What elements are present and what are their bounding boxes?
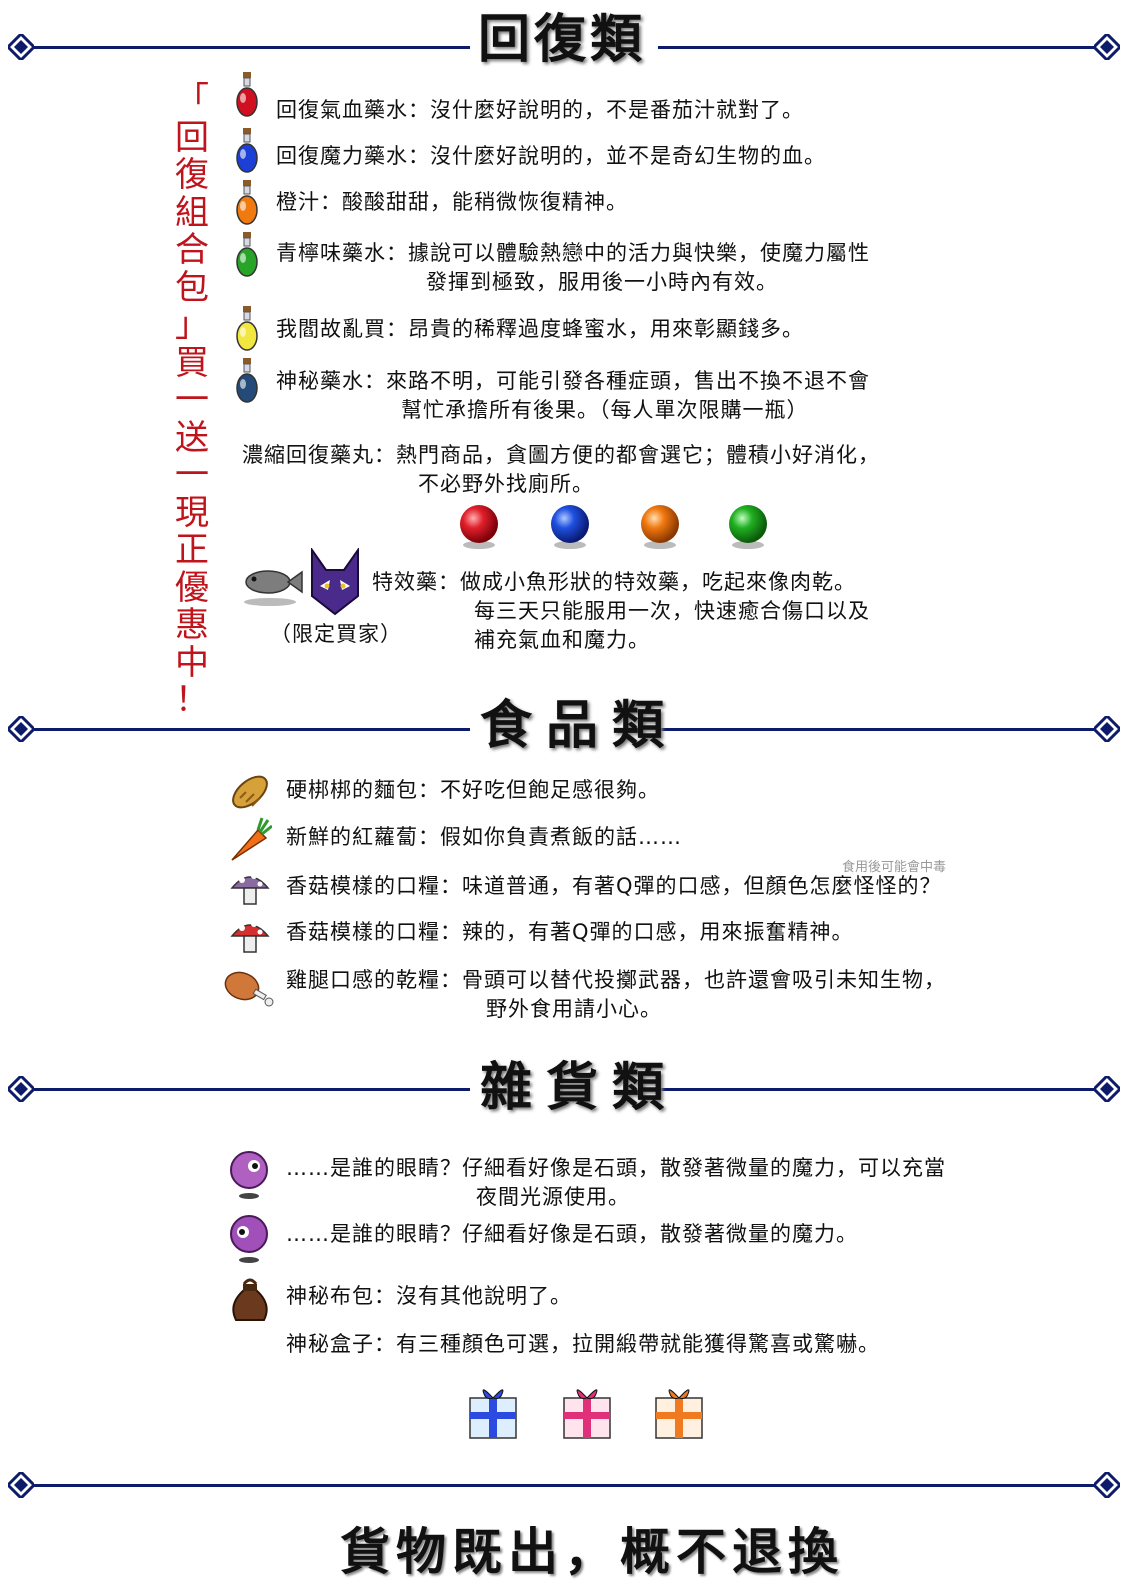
item-lime-potion: 青檸味藥水：據說可以體驗熱戀中的活力與快樂，使魔力屬性 發揮到極致，服用後一小時… (276, 241, 870, 294)
purple-mushroom-icon (230, 873, 270, 905)
orange-potion-icon (236, 180, 258, 225)
fish-medicine-icon (244, 570, 303, 606)
section-title-misc: 雜貨類 (480, 1057, 679, 1118)
drumstick-icon (224, 971, 274, 1007)
cloth-bag-icon (232, 1278, 268, 1321)
green-potion-icon (236, 232, 258, 277)
blue-potion-icon (236, 128, 258, 173)
diamond-ornament-icon (8, 1076, 34, 1102)
red-potion-icon (236, 72, 258, 117)
purple-cat-icon (311, 548, 359, 616)
item-orange-juice: 橙汁：酸酸甜甜，能稍微恢復精神。 (276, 190, 628, 214)
special-medicine-note: （限定買家） (270, 622, 402, 646)
item-red-mushroom: 香菇模樣的口糧：辣的，有著Q彈的口感，用來振奮精神。 (286, 920, 854, 944)
eye-orb-icon (230, 1215, 268, 1263)
diamond-ornament-icon (8, 716, 34, 742)
yellow-potion-icon (236, 306, 258, 351)
item-purple-mushroom: 香菇模樣的口糧：味道普通，有著Q彈的口感，但顏色怎麼怪怪的？ (286, 874, 942, 898)
eye-orb-icon (230, 1151, 268, 1199)
diamond-ornament-icon (1094, 716, 1120, 742)
diamond-ornament-icon (1094, 34, 1120, 60)
carrot-icon (231, 817, 272, 861)
diamond-ornament-icon (1094, 1472, 1120, 1498)
item-special-medicine: 特效藥：做成小魚形狀的特效藥，吃起來像肉乾。 每三天只能服用一次，快速癒合傷口以… (372, 570, 870, 652)
item-carrot: 新鮮的紅蘿蔔：假如你負責煮飯的話…… (286, 825, 682, 849)
item-red-potion: 回復氣血藥水：沒什麼好說明的，不是番茄汁就對了。 (276, 98, 804, 122)
item-eye-stone-light: ……是誰的眼睛？仔細看好像是石頭，散發著微量的魔力，可以充當 夜間光源使用。 (286, 1156, 946, 1209)
gift-boxes-icon (469, 1389, 703, 1439)
diamond-ornament-icon (1094, 1076, 1120, 1102)
item-mystery-bag: 神秘布包：沒有其他說明了。 (286, 1284, 572, 1308)
promo-vertical-text: 「 回 復 組 合 包 」 買 一 送 一 現 正 優 惠 中 ！ (175, 80, 209, 720)
red-mushroom-icon (230, 921, 270, 953)
section-title-food: 食品類 (480, 695, 679, 756)
bread-icon (232, 775, 268, 809)
item-eye-stone: ……是誰的眼睛？仔細看好像是石頭，散發著微量的魔力。 (286, 1222, 858, 1246)
section-title-recovery: 回復類 (478, 9, 647, 70)
item-blue-potion: 回復魔力藥水：沒什麼好說明的，並不是奇幻生物的血。 (276, 144, 826, 168)
recovery-pills-icon (460, 505, 767, 549)
item-mystery-box: 神秘盒子：有三種顏色可選，拉開緞帶就能獲得驚喜或驚嚇。 (286, 1332, 880, 1356)
item-honey-water: 我閻故亂買：昂貴的稀釋過度蜂蜜水，用來彰顯錢多。 (276, 317, 804, 341)
item-mystery-potion: 神秘藥水：來路不明，可能引發各種症頭，售出不換不退不會 幫忙承擔所有後果。（每人… (276, 369, 870, 422)
no-return-policy: 貨物既出，概不退換 (340, 1522, 844, 1581)
item-recovery-pills: 濃縮回復藥丸：熱門商品，貪圖方便的都會選它；體積小好消化， 不必野外找廁所。 (242, 443, 880, 496)
diamond-ornament-icon (8, 34, 34, 60)
diamond-ornament-icon (8, 1472, 34, 1498)
item-drumstick-ration: 雞腿口感的乾糧：骨頭可以替代投擲武器，也許還會吸引未知生物， 野外食用請小心。 (286, 968, 946, 1021)
item-bread: 硬梆梆的麵包：不好吃但飽足感很夠。 (286, 778, 660, 802)
poison-warning-note: 食用後可能會中毒 (842, 860, 947, 875)
dark-potion-icon (236, 358, 258, 403)
